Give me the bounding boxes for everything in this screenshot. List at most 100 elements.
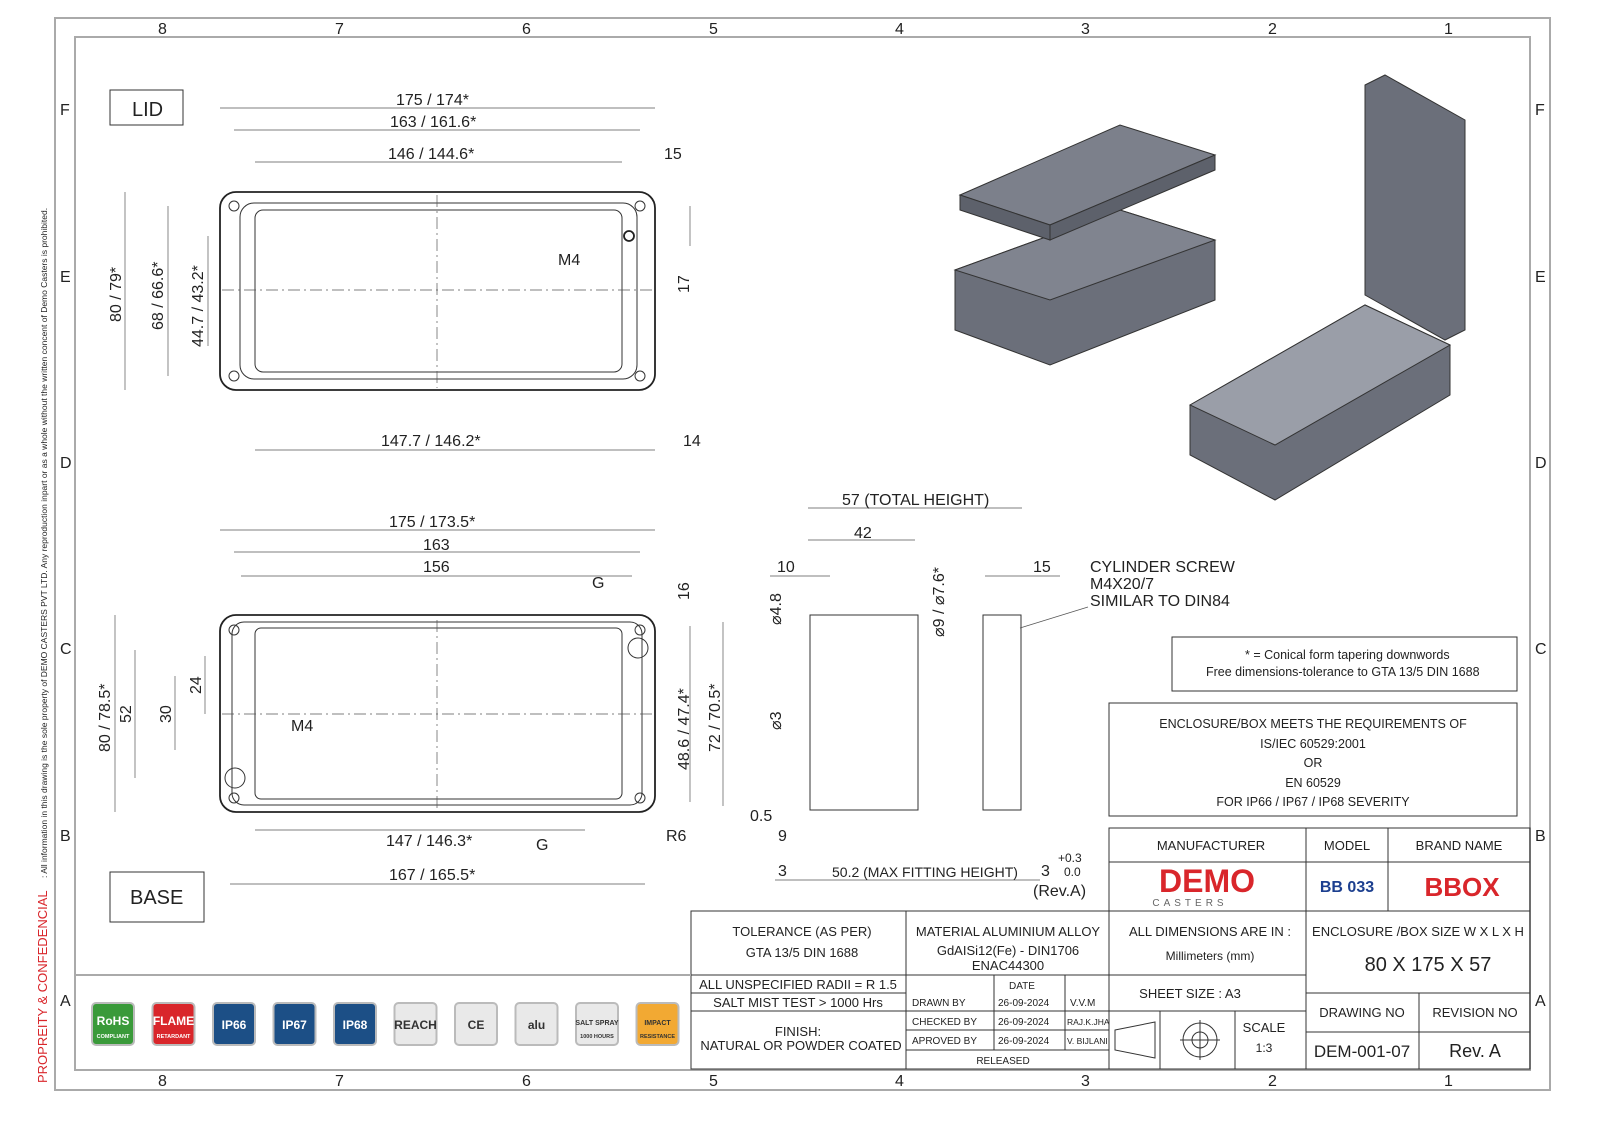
note-line: ENCLOSURE/BOX MEETS THE REQUIREMENTS OF (1159, 717, 1467, 731)
badge-ip67: IP67 (272, 1002, 317, 1046)
dim-base-bottom-overall: 167 / 165.5* (389, 867, 475, 884)
screw-note: SIMILAR TO DIN84 (1090, 593, 1230, 610)
col-marker: 3 (1081, 21, 1090, 38)
dim-3: 3 (778, 863, 787, 880)
row-marker: A (1535, 993, 1546, 1010)
note-line: OR (1304, 756, 1323, 770)
dim-total-height: 57 (TOTAL HEIGHT) (842, 492, 989, 509)
row-marker: E (60, 269, 71, 286)
col-marker: 4 (895, 1073, 904, 1090)
dim-base-bottom: 147 / 146.3* (386, 833, 472, 850)
row-markers: F E D C B A F E D C B A (60, 102, 1547, 1010)
scale-value: 1:3 (1256, 1041, 1273, 1055)
badge-ip66: IP66 (212, 1002, 256, 1046)
dim-9: 9 (778, 828, 787, 845)
sheet-size: SHEET SIZE : A3 (1139, 986, 1241, 1001)
col-marker: 6 (522, 21, 531, 38)
released-label: RELEASED (976, 1056, 1029, 1067)
badge-label: IP66 (222, 1018, 247, 1032)
rev-note: (Rev.A) (1033, 883, 1086, 900)
badge-sublabel: RESISTANCE (640, 1034, 675, 1040)
dim-depth: 42 (854, 525, 872, 542)
dim-lid-length: 175 / 174* (396, 92, 469, 109)
row-marker: D (1535, 455, 1547, 472)
col-marker: 8 (158, 21, 167, 38)
approval-role: CHECKED BY (912, 1017, 977, 1028)
dim-dia-3: ⌀3 (768, 711, 785, 730)
dim-lid-thickness: 15 (1033, 559, 1051, 576)
badge-reach: REACH (393, 1002, 438, 1046)
col-marker: 1 (1444, 21, 1453, 38)
inner-frame (74, 36, 1531, 1071)
radii-note: ALL UNSPECIFIED RADII = R 1.5 (699, 977, 897, 992)
approval-date: 26-09-2024 (998, 1036, 1050, 1047)
col-marker: 7 (335, 21, 344, 38)
screw-note: M4X20/7 (1090, 576, 1154, 593)
outer-frame (54, 17, 1551, 1091)
tolerance-value: GTA 13/5 DIN 1688 (746, 945, 859, 960)
note-line: IS/IEC 60529:2001 (1260, 737, 1366, 751)
size-label: ENCLOSURE /BOX SIZE W X L X H (1312, 924, 1524, 939)
row-marker: D (60, 455, 72, 472)
row-marker: E (1535, 269, 1546, 286)
manufacturer-label: MANUFACTURER (1157, 838, 1265, 853)
tol-plus: +0.3 (1058, 851, 1082, 865)
dim-base-outer-height: 72 / 70.5* (707, 684, 724, 753)
lid-view: LID 175 / 174* 163 / 161.6* 146 / 144.6*… (108, 89, 701, 451)
tol-minus: 0.0 (1064, 865, 1081, 879)
approval-role: DRAWN BY (912, 998, 966, 1009)
notice-text: : All information in this drawing is the… (39, 208, 49, 878)
dim-lid-bottom: 147.7 / 146.2* (381, 433, 481, 450)
dim-base-offset: 16 (676, 582, 693, 600)
section-marker-bottom: G (536, 837, 548, 854)
dim-base-height-3: 30 (158, 705, 175, 723)
conical-note: * = Conical form tapering downwords Free… (1171, 636, 1518, 692)
dim-base-length: 175 / 173.5* (389, 514, 475, 531)
badge-label: SALT SPRAY (575, 1020, 619, 1027)
projection-symbol-icon (1114, 1020, 1220, 1060)
dim-max-fitting: 50.2 (MAX FITTING HEIGHT) (832, 864, 1018, 880)
dim-base-length-2: 163 (423, 537, 450, 554)
dim-lid-length-2: 163 / 161.6* (390, 114, 476, 131)
badge-ip68: IP68 (333, 1002, 377, 1046)
section-marker-top: G (592, 575, 604, 592)
col-marker: 3 (1081, 1073, 1090, 1090)
revision-value: Rev. A (1449, 1041, 1501, 1061)
approval-name: V. BIJLANI (1067, 1036, 1108, 1046)
badge-label: IP68 (343, 1018, 368, 1032)
bbox-logo: BBOX (1424, 872, 1500, 902)
base-view: BASE 175 / 173.5* 163 156 G G 147 / 146.… (97, 514, 724, 923)
demo-logo-sub: CASTERS (1152, 898, 1227, 909)
dim-dia-4-8: ⌀4.8 (768, 593, 785, 625)
material-value: GdAISi12(Fe) - DIN1706 (937, 943, 1079, 958)
badge-label: REACH (394, 1018, 437, 1032)
dim-lid-height-3: 44.7 / 43.2* (190, 265, 207, 347)
dim-lid-hole-spacing: 17 (676, 275, 693, 293)
finish-label: FINISH: (775, 1024, 821, 1039)
isometric-closed-box (953, 124, 1217, 366)
badge-label: FLAME (153, 1014, 194, 1028)
screw-note: CYLINDER SCREW (1090, 559, 1236, 576)
notice-title: PROPREITY & CONFEDENCIAL (35, 890, 50, 1083)
dim-base-thread: M4 (291, 718, 313, 735)
dim-base-height: 80 / 78.5* (97, 684, 114, 753)
col-marker: 6 (522, 1073, 531, 1090)
section-view: 57 (TOTAL HEIGHT) 42 10 15 ⌀4.8 ⌀9 / ⌀7.… (750, 492, 1236, 900)
note-line: Free dimensions-tolerance to GTA 13/5 DI… (1206, 665, 1480, 679)
dim-lid-offset: 15 (664, 146, 682, 163)
row-marker: B (60, 828, 71, 845)
row-marker: B (1535, 828, 1546, 845)
finish-value: NATURAL OR POWDER COATED (700, 1038, 901, 1053)
scale-label: SCALE (1243, 1020, 1286, 1035)
row-marker: C (1535, 641, 1547, 658)
column-markers: 8 7 6 5 4 3 2 1 8 7 6 5 4 3 2 1 (158, 21, 1453, 1090)
approval-role: APROVED BY (912, 1036, 977, 1047)
drawing-no: DEM-001-07 (1314, 1042, 1410, 1061)
requirements-note: ENCLOSURE/BOX MEETS THE REQUIREMENTS OF … (1108, 702, 1518, 817)
badge-label: IP67 (282, 1018, 307, 1032)
material-label: MATERIAL ALUMINIUM ALLOY (916, 924, 1101, 939)
dimensions-label: ALL DIMENSIONS ARE IN : (1129, 924, 1291, 939)
